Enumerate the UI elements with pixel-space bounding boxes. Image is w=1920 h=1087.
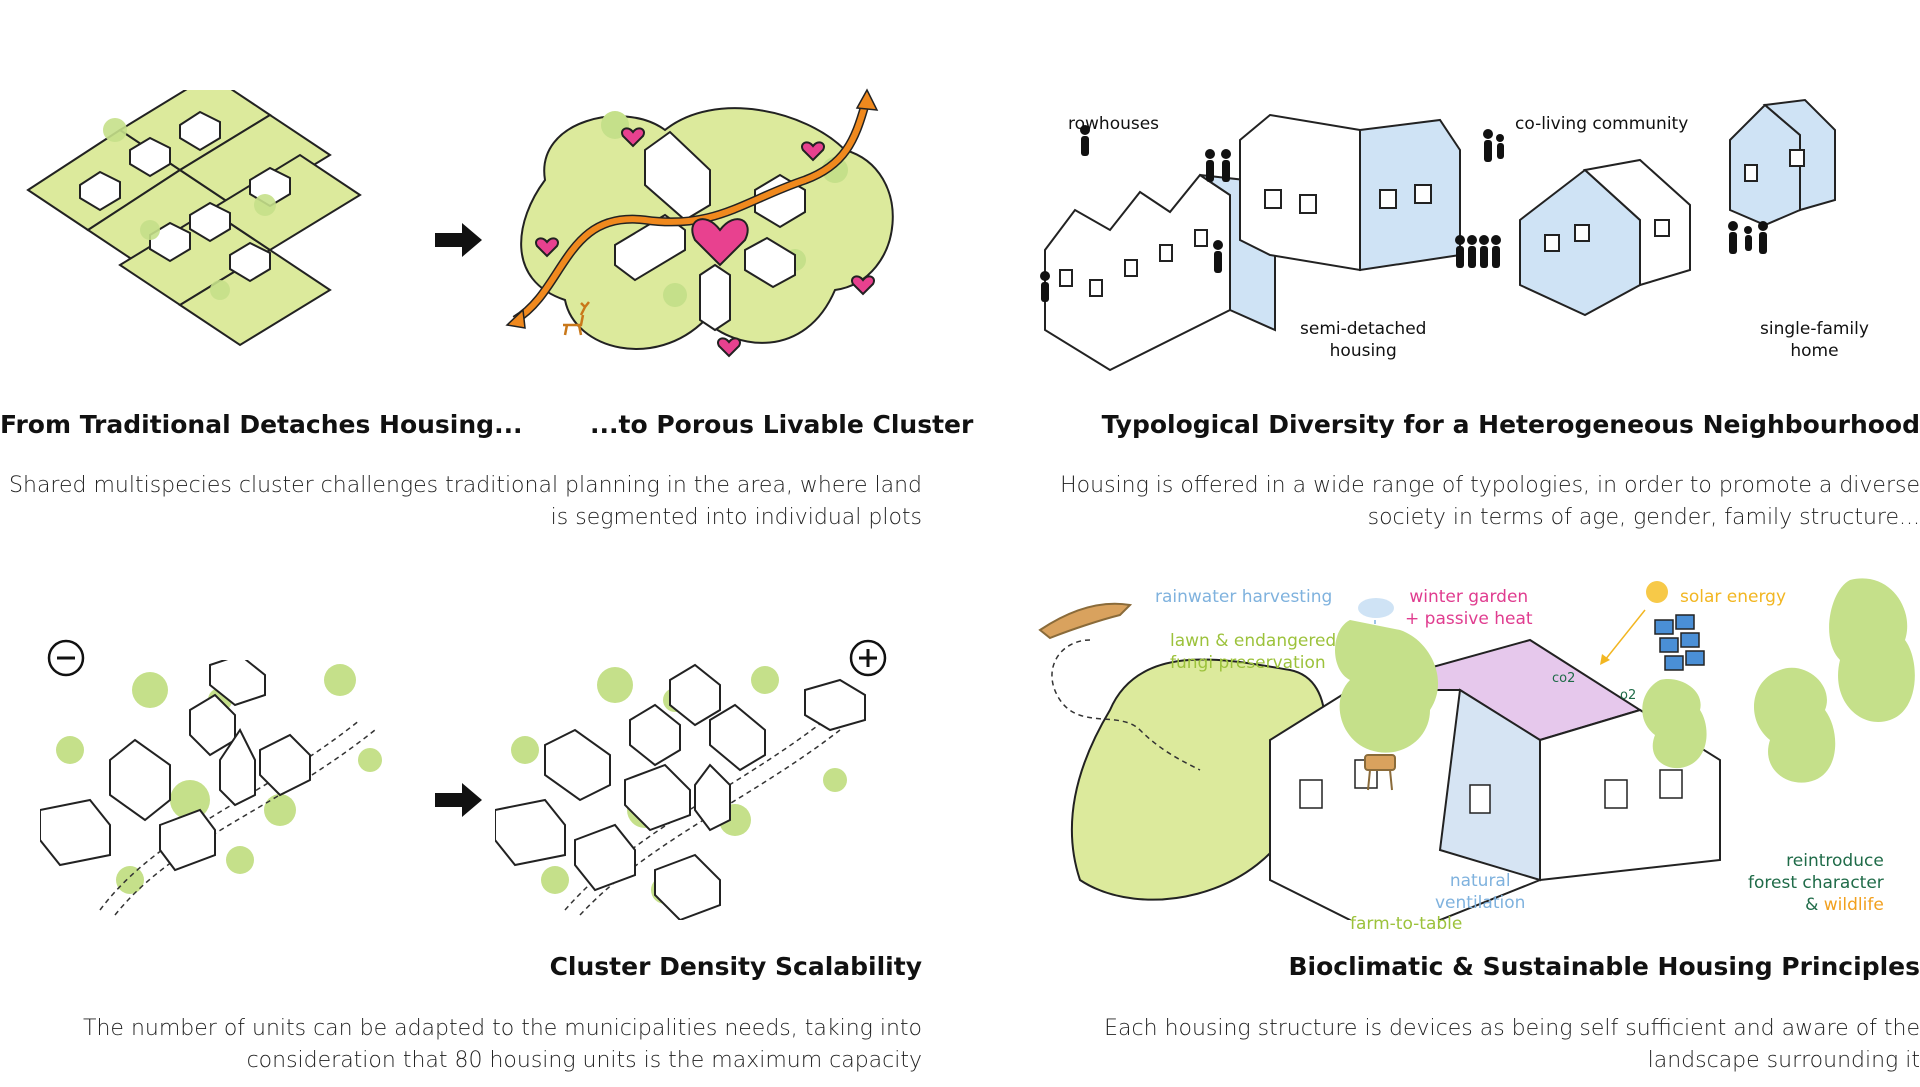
label-forest-line3: & wildlife: [1748, 894, 1884, 916]
panel-bioclimatic: rainwater harvesting winter garden + pas…: [1000, 560, 1920, 1087]
panel-typological-diversity: rowhouses co-living community semi-detac…: [1000, 0, 1920, 540]
label-ventilation-line1: natural: [1449, 871, 1511, 891]
label-ventilation-line2: ventilation: [1435, 893, 1526, 913]
plus-icon: [849, 639, 887, 677]
label-lawn-line1: lawn & endangered: [1170, 631, 1337, 651]
heading-traditional: From Traditional Detaches Housing...: [0, 410, 523, 439]
label-winter-garden: winter garden + passive heat: [1405, 586, 1533, 630]
caption-line-1: Shared multispecies cluster challenges t…: [9, 473, 922, 498]
illustration-traditional-plots: [26, 90, 362, 347]
label-ventilation: natural ventilation: [1435, 870, 1525, 914]
illustration-high-density: [495, 663, 866, 920]
caption-line-2: landscape surrounding it: [1647, 1048, 1920, 1073]
caption-line-2: society in terms of age, gender, family …: [1367, 505, 1920, 530]
label-wildlife: wildlife: [1823, 895, 1884, 915]
illustration-low-density: [40, 660, 382, 916]
label-forest-line2: forest character: [1748, 873, 1884, 893]
heading-bioclimatic: Bioclimatic & Sustainable Housing Princi…: [1288, 952, 1920, 981]
label-lawn: lawn & endangered fungi preservation: [1170, 630, 1336, 674]
transition-arrow: [435, 223, 482, 257]
heading-porous: ...to Porous Livable Cluster: [590, 410, 974, 439]
label-co2: co2: [1552, 671, 1576, 686]
illustration-housing-typologies: [1040, 98, 1836, 372]
label-winter-line2: + passive heat: [1405, 609, 1533, 629]
minus-icon: [47, 639, 85, 677]
label-rowhouses: rowhouses: [1068, 114, 1160, 134]
caption-line-2: is segmented into individual plots: [550, 505, 922, 530]
label-lawn-line2: fungi preservation: [1170, 653, 1326, 673]
panel-cluster-density: Cluster Density Scalability The number o…: [0, 560, 930, 1087]
caption-line-2: consideration that 80 housing units is t…: [246, 1048, 922, 1073]
label-forest-line1: reintroduce: [1786, 851, 1884, 871]
label-single-line1: single-family: [1760, 319, 1869, 339]
label-winter-line1: winter garden: [1409, 587, 1529, 607]
label-semi-line1: semi-detached: [1300, 319, 1427, 339]
label-solar: solar energy: [1680, 587, 1787, 607]
label-o2: o2: [1620, 688, 1637, 703]
label-forest: reintroduce forest character & wildlife: [1748, 850, 1884, 916]
heading-cluster-density: Cluster Density Scalability: [549, 952, 922, 981]
label-single-line2: home: [1790, 341, 1839, 361]
label-coliving: co-living community: [1515, 114, 1689, 134]
caption-line-1: Each housing structure is devices as bei…: [1104, 1016, 1920, 1041]
illustration-porous-cluster: [505, 88, 894, 358]
panel-traditional-to-cluster: From Traditional Detaches Housing... ...…: [0, 0, 973, 540]
caption-line-1: The number of units can be adapted to th…: [83, 1016, 922, 1041]
label-single-family: single-family home: [1760, 318, 1869, 362]
caption-line-1: Housing is offered in a wide range of ty…: [1060, 473, 1920, 498]
illustration-bioclimatic-house: [1038, 578, 1915, 920]
heading-typological: Typological Diversity for a Heterogeneou…: [1101, 410, 1920, 439]
label-semi-detached: semi-detached housing: [1300, 318, 1426, 362]
label-forest-amp: &: [1805, 895, 1824, 915]
label-semi-line2: housing: [1329, 341, 1397, 361]
label-rainwater: rainwater harvesting: [1155, 587, 1333, 607]
transition-arrow: [435, 783, 482, 817]
label-farm: farm-to-table: [1350, 914, 1463, 934]
